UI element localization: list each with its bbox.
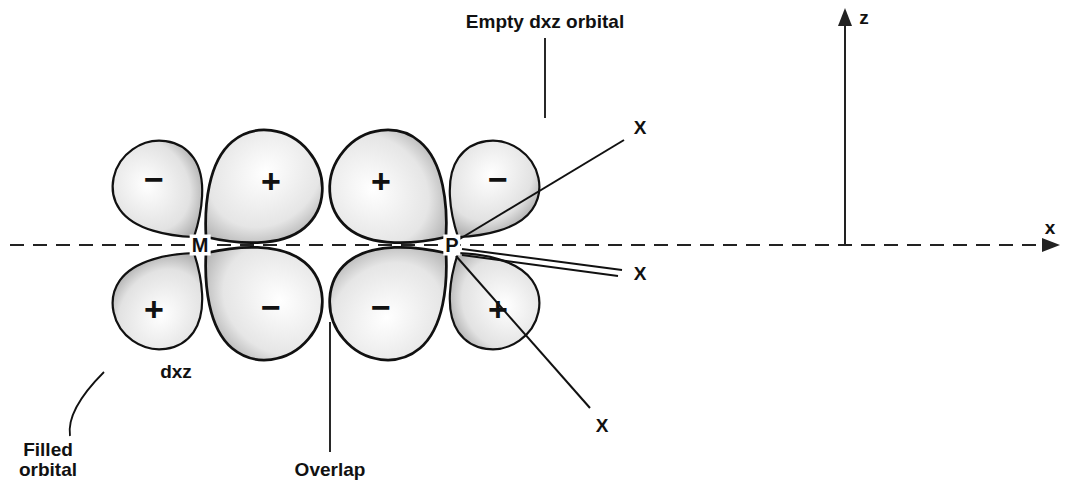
atom-symbol: P — [443, 235, 460, 256]
orbital-label: Filled orbital — [8, 440, 88, 480]
phase-sign: − — [488, 162, 508, 198]
phase-sign: + — [261, 164, 281, 200]
atom-symbol: M — [190, 235, 211, 256]
orbital-label: dxz — [160, 362, 192, 382]
phase-sign: − — [261, 290, 281, 326]
leader-lines — [70, 38, 545, 452]
phase-sign: + — [488, 292, 508, 328]
axis-arrowhead — [838, 8, 852, 26]
phase-sign: − — [144, 162, 164, 198]
overlapping-lobes — [170, 108, 482, 382]
orbital-label: Empty dxz orbital — [466, 12, 624, 32]
axis-label: x — [1045, 218, 1056, 238]
phase-sign: + — [144, 292, 164, 328]
substituent-label: X — [634, 264, 647, 284]
substituent-label: X — [634, 118, 647, 138]
p-x-bonds — [456, 140, 624, 408]
metal-dxz-orbital — [96, 124, 231, 367]
axis-arrowhead — [1042, 238, 1060, 252]
callout-label: Overlap — [295, 460, 366, 480]
z-axis — [844, 22, 846, 245]
phase-sign: − — [371, 290, 391, 326]
substituent-label: X — [596, 416, 609, 436]
phosphorus-dxz-orbital — [421, 124, 556, 367]
axis-label: z — [859, 8, 869, 28]
phase-sign: + — [371, 164, 391, 200]
bond-axis — [10, 244, 1045, 246]
